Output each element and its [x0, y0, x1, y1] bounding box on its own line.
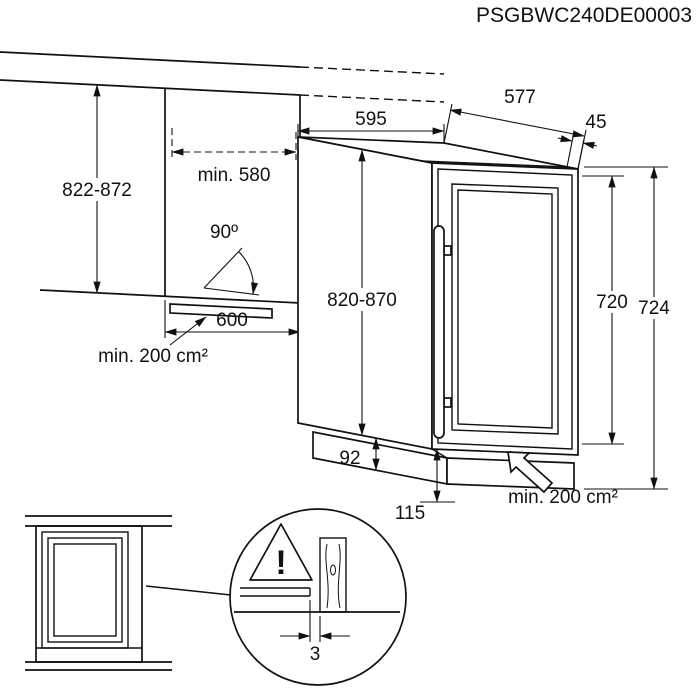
dimension-niche-height: 822-872 — [48, 84, 146, 294]
niche-outline — [39, 88, 301, 338]
worktop-bottom-edge — [0, 79, 301, 96]
niche-depth-label: min. 580 — [198, 165, 271, 186]
dimension-door-thickness: 45 — [557, 112, 607, 170]
door-handle — [433, 225, 445, 439]
worktop — [0, 51, 445, 103]
side-gap-label: 3 — [310, 644, 321, 665]
appliance-ventilation: min. 200 cm² — [507, 451, 618, 508]
width-label: 595 — [355, 109, 387, 130]
part-code: PSGBWC240DE00003 — [476, 4, 692, 27]
ventilation-arrow — [507, 451, 554, 494]
niche-height-label: 822-872 — [62, 180, 132, 201]
niche-ventilation-label: min. 200 cm² — [98, 346, 208, 367]
door-angle-label: 90º — [210, 222, 238, 243]
detail-leader-line — [145, 585, 232, 596]
wood-knot — [330, 564, 336, 576]
appliance — [297, 135, 579, 490]
dimension-niche-width: 600 — [164, 300, 301, 338]
dimension-appliance-height: 820-870 — [313, 149, 411, 436]
wood-grain-line — [325, 543, 329, 609]
dimension-niche-depth: min. 580 — [171, 128, 297, 186]
mini-door-frame — [47, 537, 123, 643]
warning-triangle-icon — [249, 523, 313, 581]
depth-label: 577 — [504, 87, 536, 108]
worktop-top-edge — [0, 51, 301, 68]
niche-width-label: 600 — [216, 310, 248, 331]
plinth-height-label: 115 — [395, 503, 425, 524]
overall-height-label: 724 — [638, 298, 670, 319]
dimension-plinth-height: 115 — [395, 448, 455, 524]
door-height-label: 720 — [596, 292, 628, 313]
dimension-width: 595 — [297, 109, 445, 142]
detail-view: ! 3 — [229, 508, 407, 686]
mini-appliance-outline — [35, 525, 143, 663]
plinth-vent-slot — [169, 303, 273, 319]
plinth-recess-label: 92 — [339, 448, 360, 469]
dimension-depth: 577 — [443, 87, 587, 170]
wood-grain-line — [337, 543, 341, 609]
niche-ventilation: min. 200 cm² — [98, 316, 208, 367]
handle-mount-bottom — [443, 397, 452, 408]
door-top-edge — [420, 160, 568, 168]
dimension-overall-height: 724 — [584, 166, 677, 490]
mini-door — [41, 531, 129, 649]
dimension-side-gap: 3 — [280, 600, 350, 665]
detail-circle — [229, 508, 407, 686]
door-thickness-label: 45 — [585, 112, 606, 133]
appliance-front-face — [431, 162, 579, 456]
door-glass-frame-inner — [457, 189, 553, 429]
appliance-height-label: 820-870 — [327, 290, 397, 311]
detail-front-view — [25, 515, 232, 671]
mini-door-glass — [53, 543, 117, 637]
dimension-door-height: 720 — [582, 175, 635, 445]
dimension-plinth-recess: 92 — [339, 437, 380, 471]
appliance-ventilation-label: min. 200 cm² — [508, 487, 618, 508]
part-code-text: PSGBWC240DE00003 — [476, 4, 692, 27]
handle-mount-top — [443, 245, 452, 256]
worktop-hidden-bottom — [299, 94, 445, 103]
warning-exclamation: ! — [275, 544, 286, 582]
door-swing-angle: 90º — [203, 222, 260, 296]
niche-floor — [39, 289, 301, 304]
worktop-hidden-top — [299, 66, 445, 75]
door-glass-frame-outer — [451, 183, 559, 435]
